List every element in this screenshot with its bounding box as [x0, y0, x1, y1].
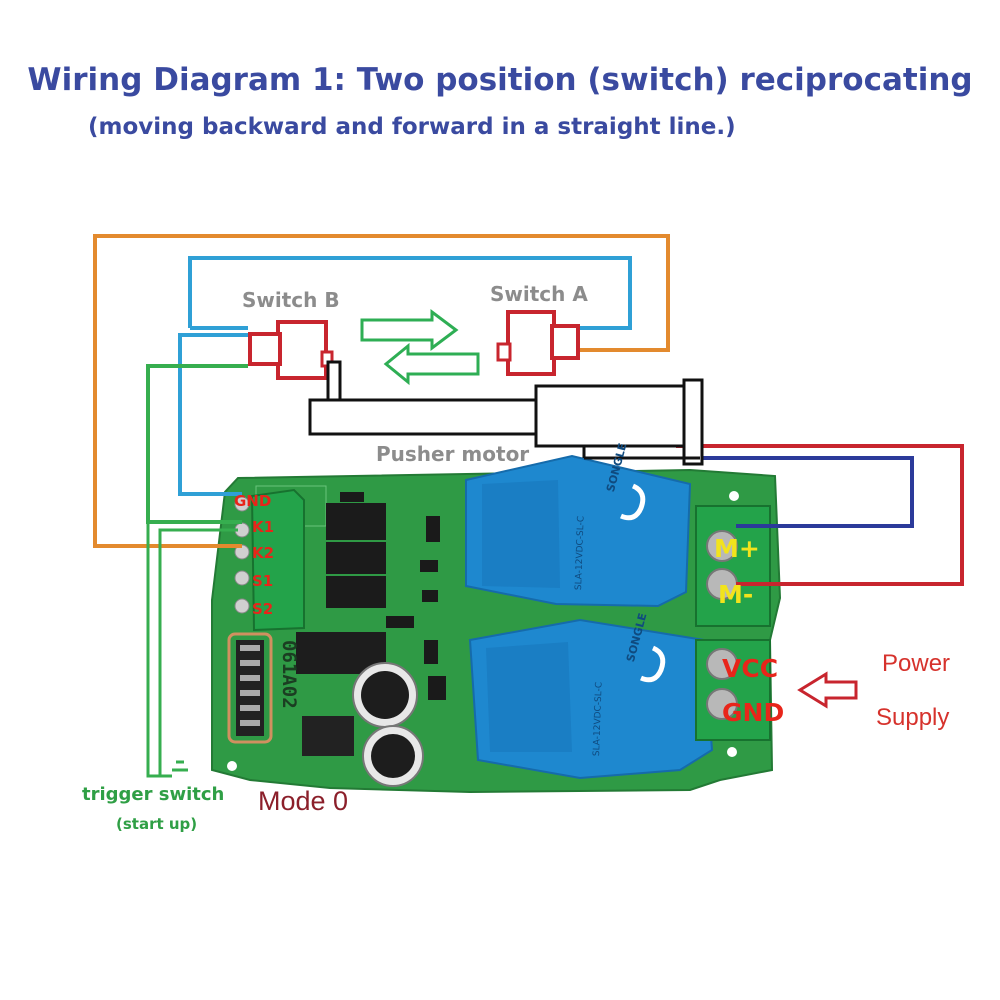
trigger-switch-sublabel: (start up)	[116, 815, 198, 833]
left-terminal-block	[234, 488, 305, 632]
wire-orange	[93, 234, 670, 548]
terminal-m-minus-label: M-	[718, 580, 754, 609]
wire-blue-inner	[178, 326, 248, 496]
relay-2	[468, 618, 714, 780]
power-label-line1: Power	[882, 650, 951, 677]
direction-arrows	[360, 309, 480, 386]
diagram-title: Wiring Diagram 1: Two position (switch) …	[27, 62, 973, 98]
power-label-line2: Supply	[876, 704, 950, 731]
terminal-s2-label: S2	[252, 600, 274, 618]
diagram-subtitle: (moving backward and forward in a straig…	[88, 114, 736, 140]
terminal-m-plus-label: M+	[714, 534, 760, 563]
terminal-k2-label: K2	[252, 544, 275, 562]
terminal-k1-label: K1	[252, 518, 275, 536]
terminal-s1-label: S1	[252, 572, 274, 590]
wire-blue-outer	[188, 256, 632, 330]
relay-1	[465, 454, 692, 608]
wire-green-trigger	[146, 522, 238, 778]
switch-b-label: Switch B	[242, 288, 340, 312]
switch-b	[248, 320, 334, 380]
power-arrow	[797, 671, 858, 709]
pusher-motor	[308, 360, 704, 466]
pin-header	[227, 632, 273, 744]
terminal-vcc-label: VCC	[722, 654, 779, 683]
terminal-gnd-power-label: GND	[722, 698, 785, 727]
trigger-switch-label: trigger switch	[82, 784, 225, 805]
wire-red	[676, 444, 964, 586]
wire-green	[146, 364, 248, 524]
switch-a	[496, 310, 580, 376]
switch-a-label: Switch A	[490, 282, 588, 306]
terminal-gnd-label: GND	[234, 492, 272, 510]
mode-label: Mode 0	[258, 786, 349, 816]
board-code-label: 061A02	[278, 640, 300, 709]
wire-navy	[686, 456, 914, 528]
pusher-motor-label: Pusher motor	[376, 442, 530, 466]
